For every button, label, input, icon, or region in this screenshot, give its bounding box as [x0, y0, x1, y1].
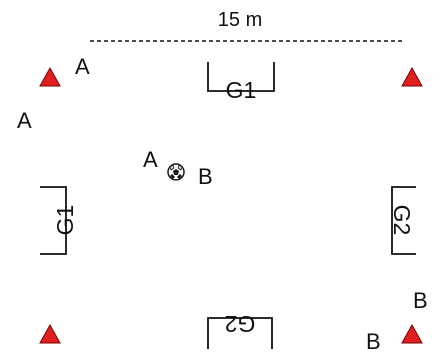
player-a-center: A: [143, 147, 158, 172]
goal-right: G2: [389, 186, 416, 255]
goal-top: G1: [207, 62, 275, 103]
goal-left-frame: [40, 186, 67, 255]
distance-measure: 15 m: [90, 9, 402, 42]
goal-top-frame: [207, 62, 275, 92]
goal-right-label: G2: [389, 205, 415, 236]
cone-bottom-left: [39, 323, 61, 344]
goal-bottom: G2: [207, 311, 273, 349]
player-a-top-left-2: A: [17, 108, 32, 133]
player-b-bottom-right-1: B: [413, 288, 428, 313]
distance-label: 15 m: [218, 9, 262, 31]
goal-right-frame: [391, 186, 416, 255]
cone-top-right: [401, 66, 423, 87]
goal-top-label: G1: [226, 77, 257, 103]
player-b-center: B: [198, 164, 213, 189]
player-b-bottom-right-2: B: [366, 329, 381, 354]
goal-bottom-frame: [207, 317, 273, 349]
soccer-ball-icon: [167, 163, 185, 181]
goal-left-label: G1: [52, 205, 78, 236]
player-a-top-left-1: A: [75, 54, 90, 79]
cone-bottom-right: [401, 323, 423, 344]
goal-bottom-label: G2: [225, 311, 256, 337]
goal-left: G1: [40, 186, 78, 255]
cone-top-left: [39, 66, 61, 87]
